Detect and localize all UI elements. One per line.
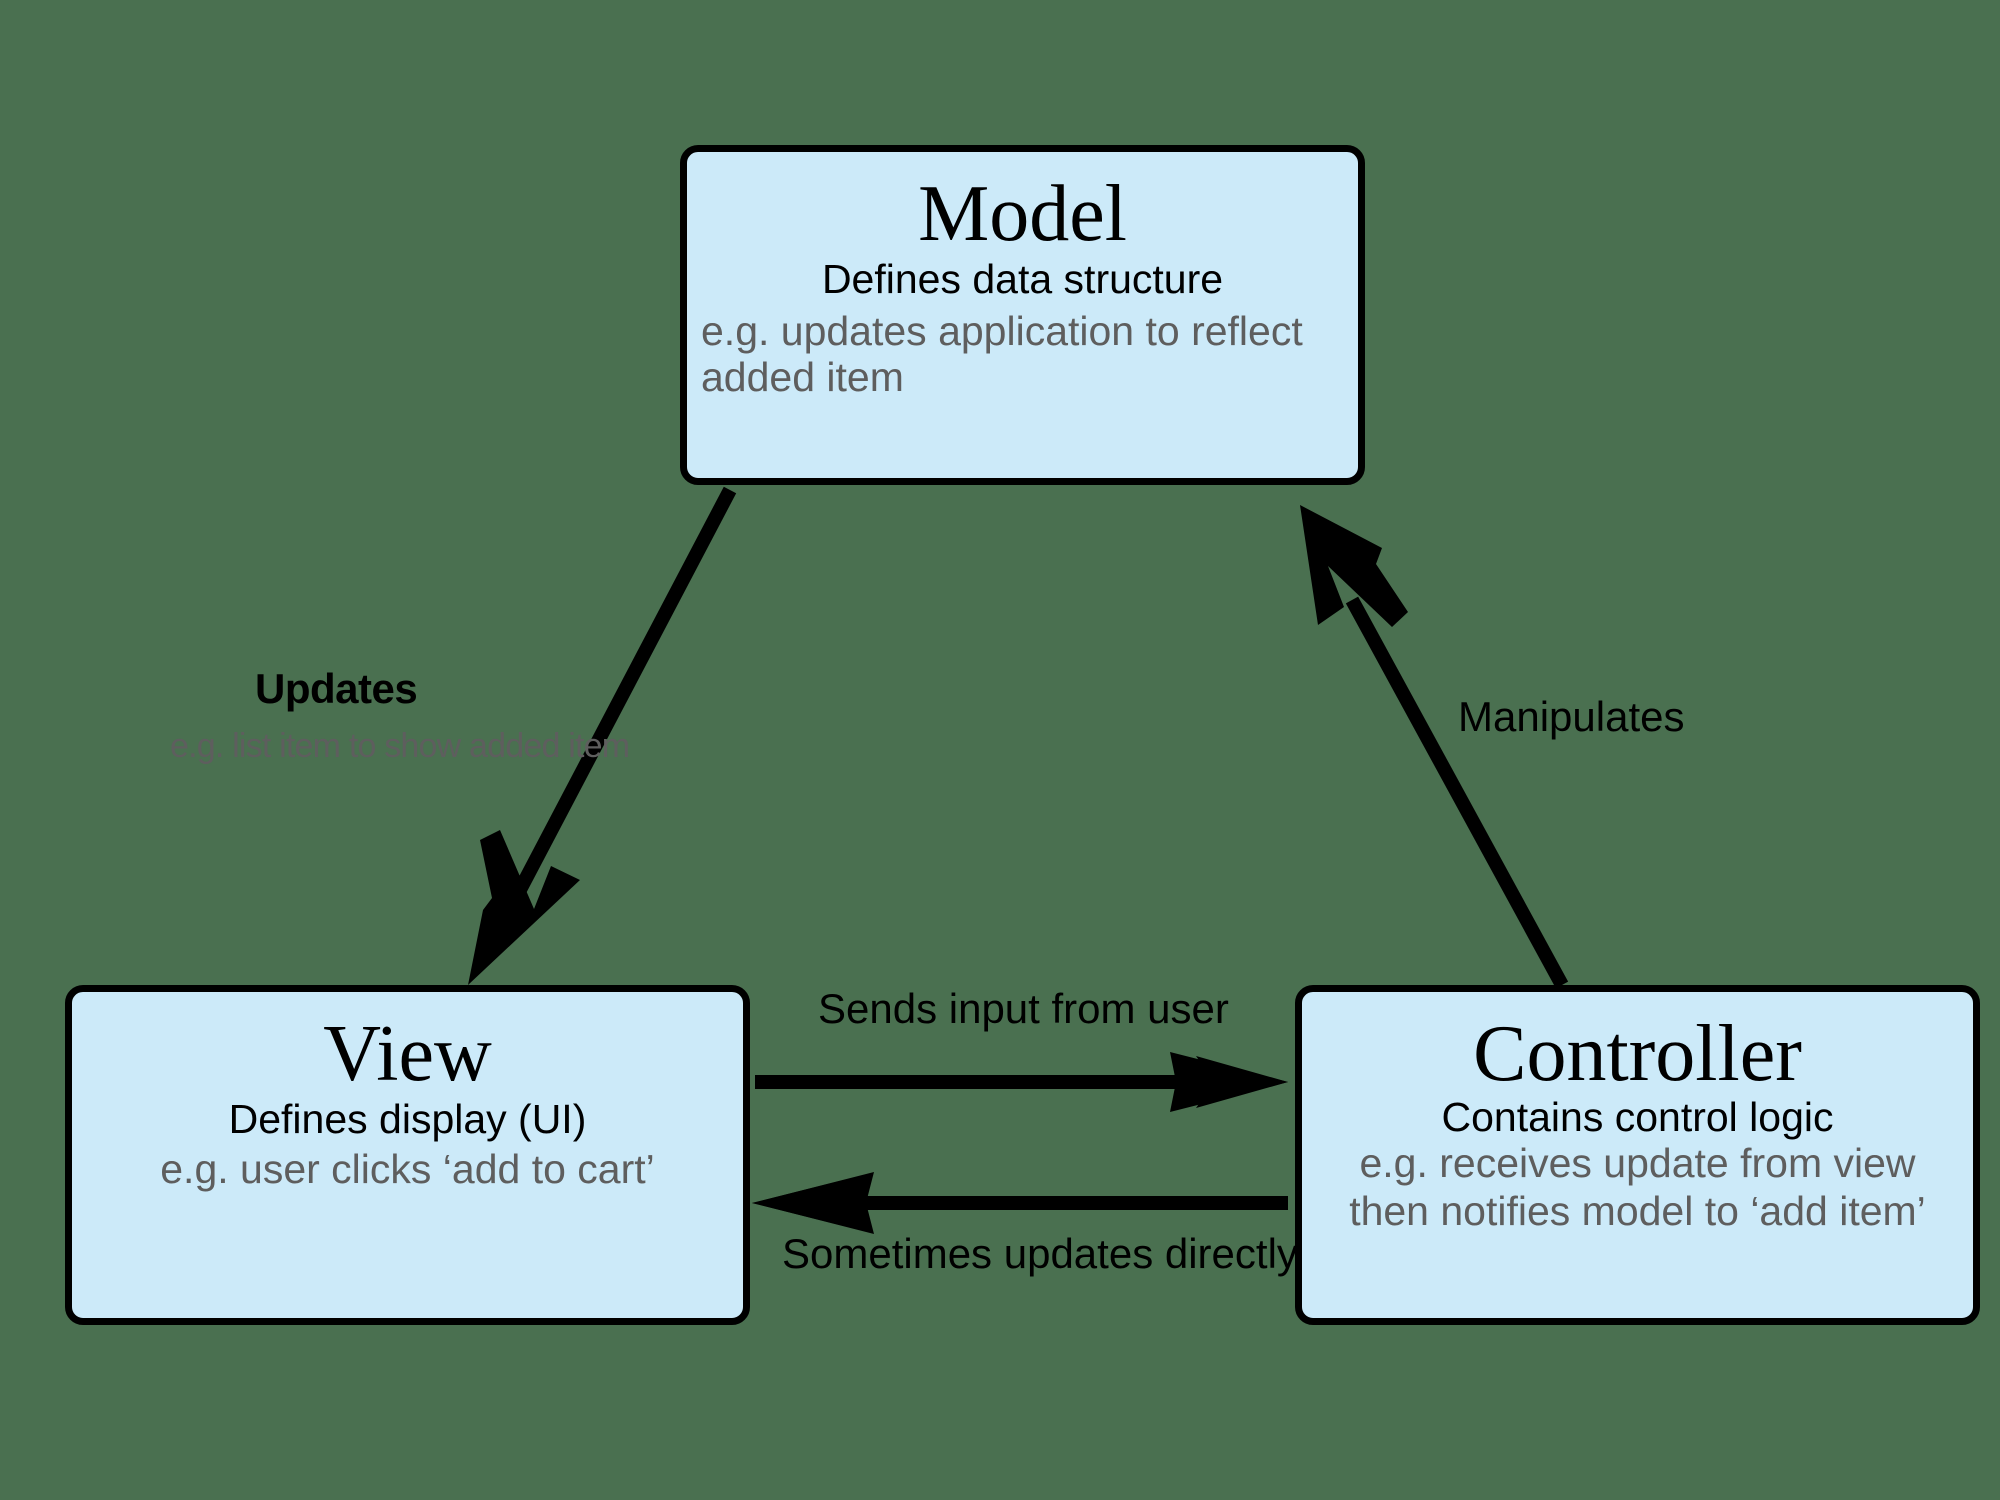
edge-label-manipulates: Manipulates <box>1458 693 1685 740</box>
edge-label-sends-input-from-user: Sends input from user <box>818 985 1229 1032</box>
edge-label-updates: Updates <box>255 665 418 712</box>
node-controller-subtitle: Contains control logic <box>1441 1094 1834 1140</box>
node-controller-title: Controller <box>1473 1010 1802 1098</box>
arrow-controller-to-view <box>752 1172 1288 1234</box>
node-controller-example-line2: then notifies model to ‘add item’ <box>1349 1187 1926 1234</box>
edge-label-sometimes-updates-directly: Sometimes updates directly <box>782 1230 1298 1277</box>
arrow-model-to-view <box>468 486 737 985</box>
node-controller-example-line1: e.g. receives update from view <box>1359 1140 1916 1187</box>
edge-label-updates-example: e.g. list item to show added item <box>170 727 630 765</box>
node-controller[interactable]: Controller Contains control logic e.g. r… <box>1295 985 1980 1325</box>
node-view-example: e.g. user clicks ‘add to cart’ <box>160 1146 655 1193</box>
node-view[interactable]: View Defines display (UI) e.g. user clic… <box>65 985 750 1325</box>
arrow-view-to-controller <box>755 1052 1288 1112</box>
node-view-title: View <box>323 1010 492 1098</box>
node-model-subtitle: Defines data structure <box>821 256 1224 302</box>
node-model[interactable]: Model Defines data structure e.g. update… <box>680 145 1365 485</box>
node-model-example: e.g. updates application to reflect adde… <box>701 308 1303 400</box>
arrow-controller-to-model <box>1300 505 1569 989</box>
node-model-title: Model <box>918 170 1127 258</box>
node-view-subtitle: Defines display (UI) <box>228 1096 587 1142</box>
